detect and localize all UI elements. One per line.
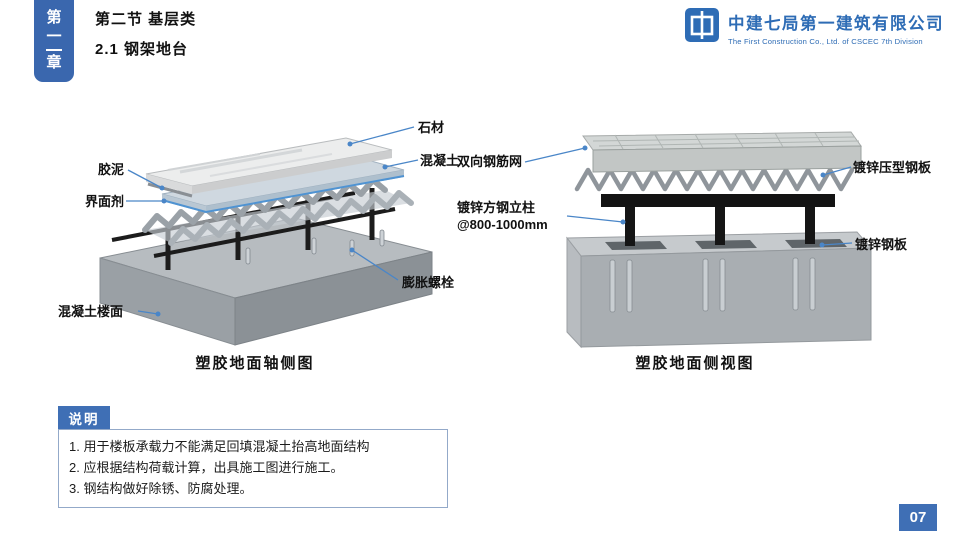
tab-divider (46, 49, 62, 52)
galvanized-base-plates (605, 239, 847, 250)
note-item: 2. 应根据结构荷载计算，出具施工图进行施工。 (69, 459, 344, 475)
chapter-tab: 第 一 章 (34, 0, 74, 82)
concrete-layer (161, 157, 405, 214)
chapter-char: 章 (46, 54, 62, 72)
left-diagram-caption: 塑胶地面轴侧图 (195, 355, 315, 372)
notes-title-badge: 说明 (58, 406, 110, 429)
side-view-diagram: 双向钢筋网 镀锌压型钢板 镀锌方钢立柱 @800-1000mm 镀锌钢板 (455, 110, 935, 355)
label-expansion-bolt: 膨胀螺栓 (402, 275, 455, 290)
label-interface-agent: 界面剂 (84, 194, 124, 209)
note-item: 3. 钢结构做好除锈、防腐处理。 (69, 480, 253, 496)
label-stone: 石材 (418, 120, 445, 135)
stone-slab (145, 137, 393, 198)
concrete-topping (582, 131, 862, 173)
mortar-line (147, 182, 193, 198)
side-view-drawing (524, 131, 873, 349)
company-name-cn: 中建七局第一建筑有限公司 (728, 14, 944, 33)
interface-agent-line (161, 175, 405, 214)
logo-text: 中建七局第一建筑有限公司 The First Construction Co.,… (728, 10, 944, 46)
steel-mesh-lines (592, 132, 860, 150)
page-number: 07 (899, 504, 937, 531)
leader-lines (524, 145, 853, 248)
anchor-bolts (609, 257, 816, 313)
corrugated-deck (574, 167, 855, 192)
leader-lines (126, 126, 419, 317)
label-profiled-steel-plate: 镀锌压型钢板 (853, 160, 932, 175)
label-steel-column-line2: @800-1000mm (457, 217, 548, 232)
subsection-title: 2.1 钢架地台 (95, 41, 189, 58)
header-titles: 第二节 基层类 2.1 钢架地台 (95, 8, 196, 59)
steel-columns (625, 204, 815, 246)
chapter-char: 第 (46, 8, 62, 26)
label-mortar: 胶泥 (97, 162, 124, 177)
company-logo: 中建七局第一建筑有限公司 The First Construction Co.,… (684, 7, 944, 48)
label-steel-column-line1: 镀锌方钢立柱 (457, 200, 536, 215)
label-steel-mesh: 双向钢筋网 (457, 154, 523, 169)
axonometric-drawing (99, 126, 433, 346)
corrugated-deck (142, 177, 414, 246)
section-title: 第二节 基层类 (95, 11, 197, 28)
label-concrete: 混凝土 (420, 153, 460, 168)
right-diagram-caption: 塑胶地面侧视图 (635, 355, 755, 372)
cscec-logo-icon (684, 7, 720, 48)
note-item: 1. 用于楼板承载力不能满足回填混凝土抬高地面结构 (69, 439, 370, 454)
label-galvanized-plate: 镀锌钢板 (855, 237, 908, 252)
notes-box: 1. 用于楼板承载力不能满足回填混凝土抬高地面结构 2. 应根据结构荷载计算，出… (58, 429, 448, 509)
company-name-en: The First Construction Co., Ltd. of CSCE… (728, 36, 923, 46)
steel-beam (601, 194, 835, 207)
chapter-char: 一 (46, 27, 62, 45)
axonometric-diagram: 石材 混凝土 胶泥 界面剂 膨胀螺栓 混凝土楼面 (50, 110, 460, 355)
label-concrete-floor: 混凝土楼面 (58, 304, 124, 319)
